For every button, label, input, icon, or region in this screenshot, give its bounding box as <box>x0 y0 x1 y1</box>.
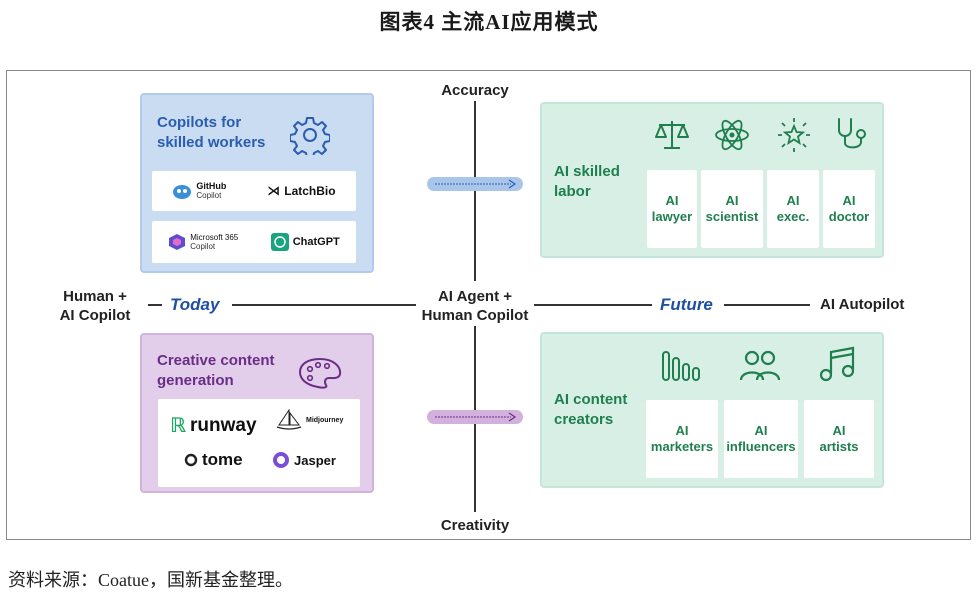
arrow-copilots-to-skilled <box>427 177 523 191</box>
jasper-icon <box>273 452 289 468</box>
stethoscope-icon <box>838 118 866 149</box>
axis-bottom-label: Creativity <box>440 517 510 534</box>
people-icon <box>739 350 781 381</box>
tome-icon <box>184 453 198 467</box>
vertical-axis-top <box>474 101 476 281</box>
axis-left-tick <box>148 304 162 306</box>
gear-icon <box>290 117 330 155</box>
axis-right-label: AI Autopilot <box>820 296 905 313</box>
jasper-logo: Jasper <box>272 451 336 469</box>
source-note: 资料来源：Coatue，国新基金整理。 <box>8 570 293 590</box>
latchbio-icon: ⋊ <box>267 183 281 198</box>
future-label: Future <box>660 295 713 314</box>
figure-title: 图表4 主流AI应用模式 <box>379 10 599 34</box>
microsoft-365-icon <box>169 234 186 250</box>
midjourney-logo: Midjourney <box>276 409 343 431</box>
scales-icon <box>655 121 689 149</box>
axis-right-line-2 <box>724 304 810 306</box>
right-arrow-icon <box>435 179 517 189</box>
axis-top-label: Accuracy <box>441 82 509 99</box>
tome-logo: tome <box>184 450 243 470</box>
chatgpt-logo: ChatGPT <box>270 233 340 251</box>
axis-right-line <box>534 304 652 306</box>
bar-chart-icon <box>662 351 700 381</box>
axis-center-label: AI Agent +Human Copilot <box>421 288 529 324</box>
music-note-icon <box>819 346 855 382</box>
today-label: Today <box>170 295 220 314</box>
github-copilot-icon <box>173 185 192 199</box>
chatgpt-icon <box>270 233 289 251</box>
palette-icon <box>298 357 342 389</box>
runway-icon: ℝ <box>170 415 187 437</box>
star-burst-icon <box>778 118 810 152</box>
sailboat-icon <box>276 409 302 430</box>
right-arrow-icon <box>435 412 517 422</box>
latchbio-logo: ⋊LatchBio <box>267 183 336 198</box>
axis-left-label: Human +AI Copilot <box>59 288 131 324</box>
diagram-frame <box>6 70 971 540</box>
atom-icon <box>715 119 749 151</box>
axis-left-line <box>232 304 416 306</box>
arrow-creative-to-content <box>427 410 523 424</box>
